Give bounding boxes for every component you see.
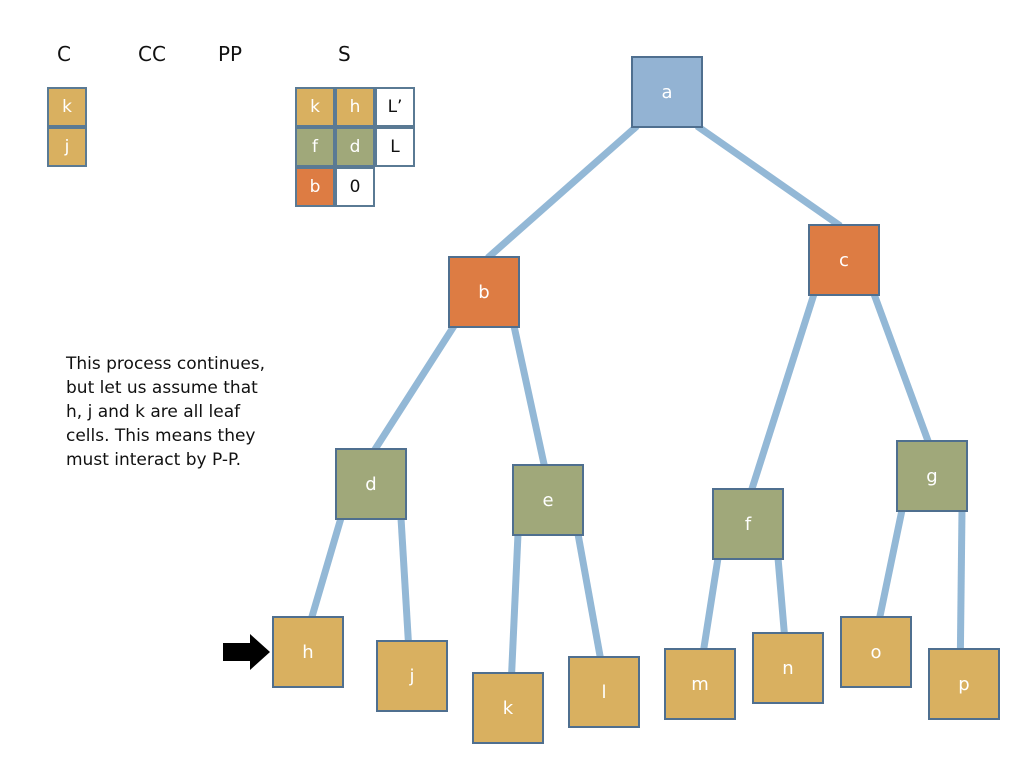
s-table-cell: L’: [375, 87, 415, 127]
tree-node-d: d: [335, 448, 407, 520]
tree-edge-c-g: [870, 292, 932, 444]
explanation-line: cells. This means they: [66, 426, 256, 446]
explanation-line: h, j and k are all leaf: [66, 402, 241, 422]
c-stack-cell: j: [47, 127, 87, 167]
tree-leaf-k: k: [472, 672, 544, 744]
s-table-cell: b: [295, 167, 335, 207]
right-arrow-icon: [223, 634, 270, 670]
tree-edge-f-m: [700, 557, 722, 651]
s-table-cell: 0: [335, 167, 375, 207]
explanation-line: must interact by P-P.: [66, 450, 241, 470]
tree-leaf-m: m: [664, 648, 736, 720]
c-stack-cell: k: [47, 87, 87, 127]
s-table-cell: h: [335, 87, 375, 127]
tree-edge-g-p: [956, 509, 966, 651]
tree-edge-a-b: [485, 123, 640, 261]
s-table-cell: k: [295, 87, 335, 127]
s-table-cell: L: [375, 127, 415, 167]
tree-leaf-l: l: [568, 656, 640, 728]
tree-edge-f-n: [774, 557, 788, 635]
s-table-cell: d: [335, 127, 375, 167]
tree-edge-a-c: [694, 123, 843, 229]
tree-edge-g-o: [876, 509, 906, 619]
tree-edge-c-f: [748, 292, 818, 492]
tree-node-b: b: [448, 256, 520, 328]
header-pp: PP: [218, 42, 243, 66]
s-table-cell: f: [295, 127, 335, 167]
header-s: S: [338, 42, 351, 66]
tree-node-e: e: [512, 464, 584, 536]
explanation-text: This process continues, but let us assum…: [66, 352, 306, 472]
explanation-line: but let us assume that: [66, 378, 258, 398]
tree-edge-e-l: [574, 533, 604, 659]
tree-node-g: g: [896, 440, 968, 512]
header-cc: CC: [138, 42, 166, 66]
header-c: C: [57, 42, 71, 66]
tree-leaf-n: n: [752, 632, 824, 704]
tree-edge-b-e: [510, 325, 548, 467]
tree-edge-d-h: [308, 517, 345, 619]
explanation-line: This process continues,: [66, 354, 266, 374]
tree-leaf-j: j: [376, 640, 448, 712]
tree-leaf-o: o: [840, 616, 912, 688]
tree-node-a: a: [631, 56, 703, 128]
tree-edge-e-k: [508, 533, 522, 675]
tree-leaf-h: h: [272, 616, 344, 688]
tree-leaf-p: p: [928, 648, 1000, 720]
tree-edge-b-d: [371, 324, 457, 452]
tree-edge-d-j: [397, 517, 412, 643]
tree-node-c: c: [808, 224, 880, 296]
tree-node-f: f: [712, 488, 784, 560]
